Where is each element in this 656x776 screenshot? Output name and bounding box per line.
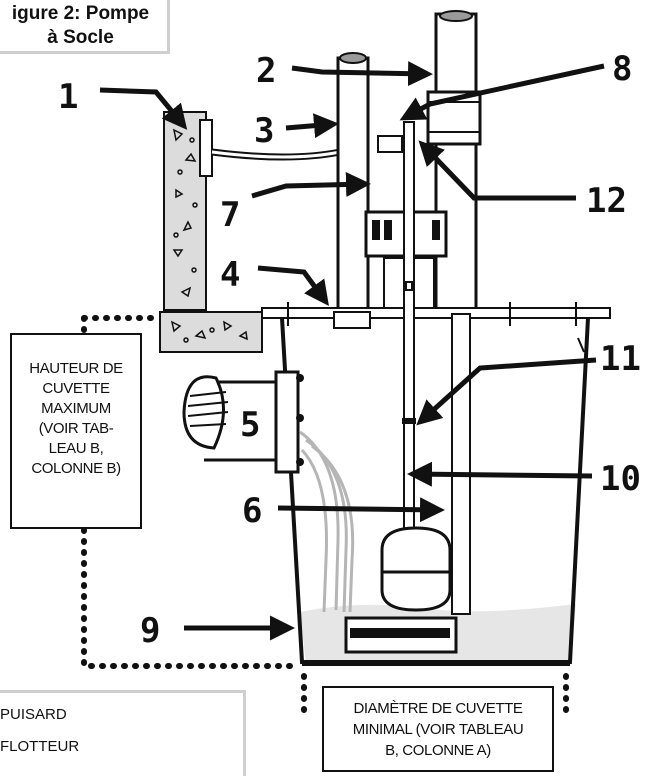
callout-9: 9 [140, 611, 160, 651]
callout-6: 6 [242, 491, 262, 531]
height-note-line: HAUTEUR DE [29, 360, 123, 377]
height-note-line: LEAU B, [48, 440, 104, 457]
diameter-note-line: DIAMÈTRE DE CUVETTE [353, 700, 523, 717]
callout-11: 11 [600, 339, 641, 379]
diameter-note: DIAMÈTRE DE CUVETTE MINIMAL (VOIR TABLEA… [322, 686, 554, 772]
height-note-line: (VOIR TAB- [38, 420, 114, 437]
float-switch [377, 135, 403, 153]
legend: PUISARD FLOTTEUR [0, 690, 246, 776]
callout-arrows [99, 61, 605, 641]
callout-1: 1 [58, 77, 78, 117]
inlet-flange [274, 370, 300, 474]
height-note-line: CUVETTE [42, 380, 110, 397]
basin-rim [577, 337, 585, 353]
callout-2: 2 [256, 51, 276, 91]
float-ball [380, 526, 452, 612]
callout-10: 10 [600, 459, 641, 499]
slab-texture [170, 320, 248, 343]
wall-texture [172, 128, 198, 298]
height-note-line: COLONNE B) [31, 460, 121, 477]
figure-title-line-1: igure 2: Pompe [11, 3, 150, 24]
float-rod [403, 121, 415, 543]
callout-7: 7 [220, 195, 240, 235]
callout-8: 8 [612, 49, 632, 89]
figure-title: igure 2: Pompe à Socle [0, 0, 170, 54]
height-note-line: MAXIMUM [41, 400, 111, 417]
callout-12: 12 [586, 181, 627, 221]
inflow-stream [299, 430, 355, 613]
diameter-note-line: MINIMAL (VOIR TABLEAU [352, 721, 524, 738]
wall-outlet [199, 119, 213, 177]
legend-item: FLOTTEUR [0, 738, 80, 755]
callout-4: 4 [220, 255, 240, 295]
height-note: HAUTEUR DE CUVETTE MAXIMUM (VOIR TAB- LE… [10, 333, 142, 529]
callout-3: 3 [254, 111, 274, 151]
dimension-lines [81, 315, 569, 719]
basin-cover [261, 307, 611, 319]
figure-title-line-2: à Socle [47, 27, 114, 48]
diameter-note-line: B, COLONNE A) [385, 742, 491, 759]
callout-5: 5 [240, 405, 260, 445]
legend-item: PUISARD [0, 706, 67, 723]
pump-column [451, 313, 471, 615]
